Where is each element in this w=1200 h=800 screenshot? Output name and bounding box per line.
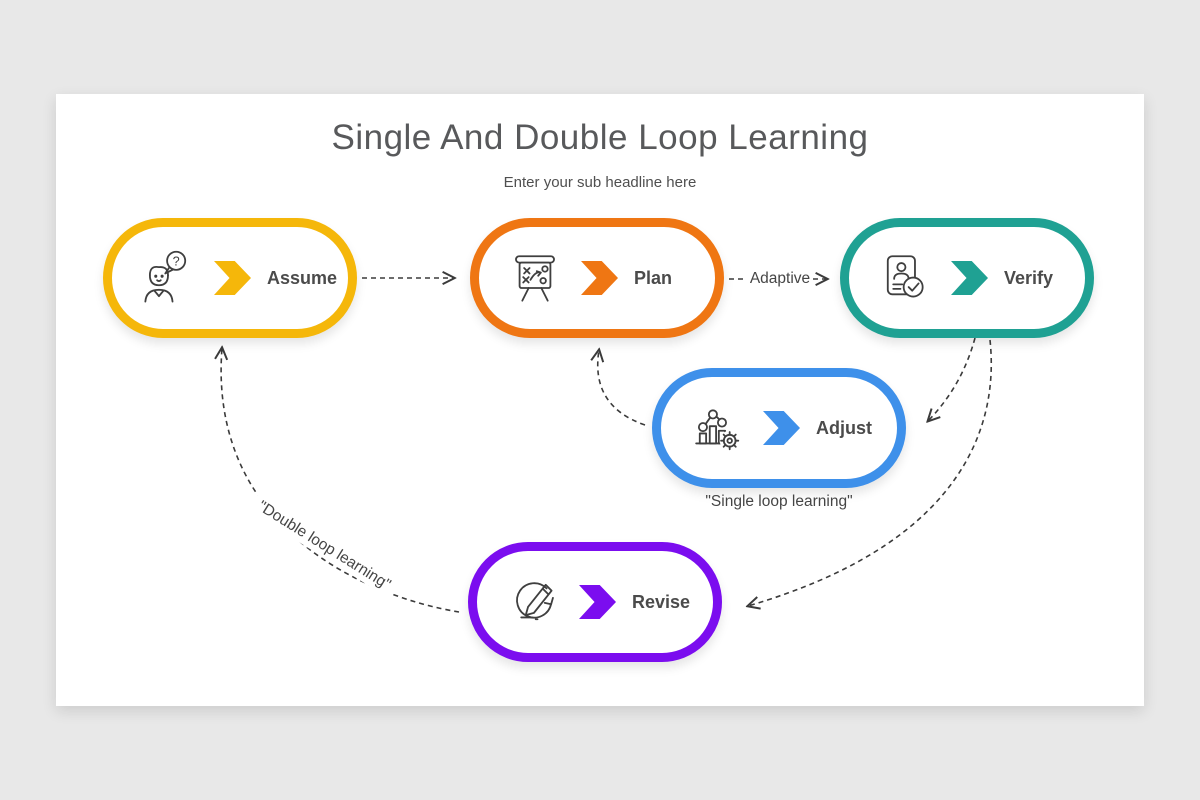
chevron-icon	[214, 261, 251, 295]
node-label: Revise	[632, 591, 691, 612]
page-title: Single And Double Loop Learning	[331, 118, 869, 157]
node-label: Assume	[267, 267, 338, 288]
node-label: Verify	[1004, 267, 1054, 288]
node-verify: Verify	[840, 218, 1094, 338]
strategy-board-icon	[506, 249, 564, 307]
connector-adjust-plan	[598, 350, 646, 426]
node-assume: ? Assume	[103, 218, 357, 338]
slide-canvas: Single And Double Loop Learning Enter yo…	[56, 94, 1144, 706]
person-question-icon: ?	[139, 249, 197, 307]
chevron-icon	[581, 261, 618, 295]
node-plan: Plan	[470, 218, 724, 338]
node-label: Adjust	[816, 417, 872, 438]
node-revise: Revise	[468, 542, 722, 662]
single-loop-label: "Single loop learning"	[705, 493, 853, 510]
connector-layer	[56, 94, 993, 613]
node-adjust: Adjust	[652, 368, 906, 488]
node-label: Plan	[634, 267, 673, 288]
chevron-icon	[763, 411, 800, 445]
chevron-icon	[579, 585, 616, 619]
adaptive-label: Adaptive	[749, 270, 811, 287]
chart-gear-icon	[688, 399, 746, 457]
pencil-loop-icon	[504, 573, 562, 631]
connector-verify-adjust	[928, 337, 976, 421]
connector-revise-assume	[221, 348, 460, 613]
id-card-check-icon	[876, 249, 934, 307]
connector-verify-revise	[748, 339, 993, 606]
page-subtitle: Enter your sub headline here	[503, 174, 697, 191]
svg-text:?: ?	[173, 254, 180, 268]
chevron-icon	[951, 261, 988, 295]
